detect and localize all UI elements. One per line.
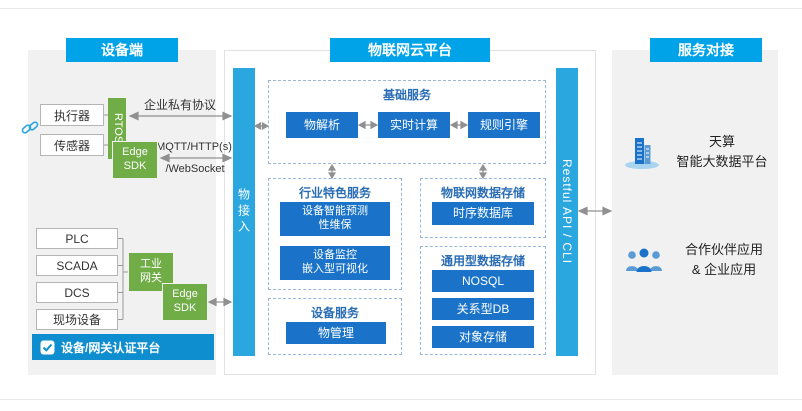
restful-api-cli-bar: Restful API / CLI	[556, 68, 578, 356]
scada-box: SCADA	[36, 255, 118, 276]
page-top-border	[0, 8, 802, 9]
service-integration-panel	[612, 50, 778, 375]
rule-engine-button: 规则引擎	[468, 112, 540, 138]
cloud-platform-header: 物联网云平台	[330, 38, 490, 62]
sensor-box: 传感器	[40, 134, 104, 156]
predictive-maintenance-button: 设备智能预测 性维保	[280, 202, 390, 236]
device-monitoring-visualization-button: 设备监控 嵌入型可视化	[280, 246, 390, 280]
auth-platform-bar: 设备/网关认证平台	[32, 334, 214, 360]
nosql-button: NOSQL	[432, 270, 534, 292]
iot-storage-title: 物联网数据存储	[440, 186, 525, 200]
mqtt-label: MQTT/HTTP(s)	[156, 141, 232, 153]
realtime-computing-button: 实时计算	[378, 112, 450, 138]
thing-access-bar: 物接入	[233, 68, 255, 356]
actuator-box: 执行器	[40, 104, 104, 126]
bigdata-icon	[622, 134, 662, 170]
device-side-header: 设备端	[66, 38, 178, 62]
page-bottom-border	[0, 399, 802, 400]
edge-sdk-top-box: Edge SDK	[112, 141, 158, 179]
websocket-label: /WebSocket	[165, 163, 225, 175]
basic-services-title: 基础服务	[382, 88, 431, 102]
thing-management-button: 物管理	[286, 322, 386, 344]
relational-db-button: 关系型DB	[432, 298, 534, 320]
timeseries-db-button: 时序数据库	[432, 202, 534, 225]
partners-icon	[622, 245, 666, 275]
service-integration-header: 服务对接	[650, 38, 762, 62]
bigdata-platform-item: 天算 智能大数据平台	[622, 132, 774, 171]
auth-platform-label: 设备/网关认证平台	[61, 340, 161, 355]
link-icon	[21, 119, 39, 137]
general-storage-title: 通用型数据存储	[440, 254, 525, 268]
edge-sdk-bottom-box: Edge SDK	[162, 283, 208, 321]
industry-services-title: 行业特色服务	[298, 186, 371, 200]
thing-parsing-button: 物解析	[286, 112, 358, 138]
auth-check-icon	[40, 340, 55, 355]
object-storage-button: 对象存储	[432, 326, 534, 348]
bigdata-platform-label: 天算 智能大数据平台	[676, 134, 768, 169]
dcs-box: DCS	[36, 282, 118, 303]
private-protocol-label: 企业私有协议	[143, 98, 216, 112]
plc-box: PLC	[36, 228, 118, 249]
device-services-title: 设备服务	[310, 306, 359, 320]
partner-apps-item: 合作伙伴应用 & 企业应用	[622, 240, 774, 279]
field-devices-box: 现场设备	[36, 309, 118, 330]
partner-apps-label: 合作伙伴应用 & 企业应用	[684, 242, 763, 277]
